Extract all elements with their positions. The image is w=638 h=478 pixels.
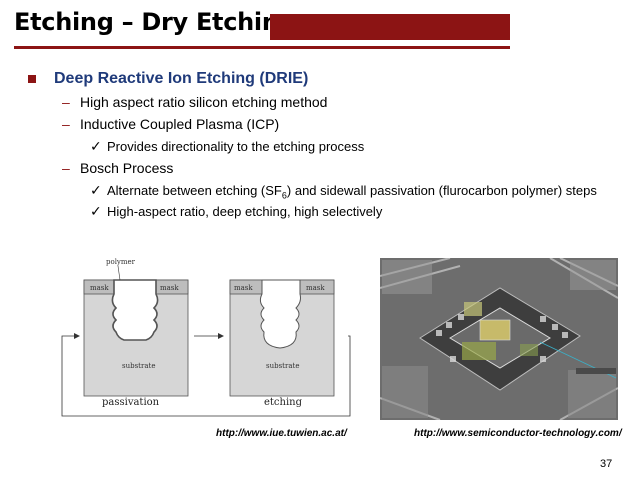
bosch-process-diagram: polymer mask mask substrate passivation … — [61, 258, 351, 417]
mask-label: mask — [90, 284, 109, 292]
check-item-text: Alternate between etching (SF6) and side… — [107, 183, 597, 201]
cycle-line — [61, 335, 351, 417]
arrowhead-icon — [218, 333, 224, 339]
check-item-text: Provides directionality to the etching p… — [107, 139, 365, 154]
title-underline — [14, 46, 510, 49]
source-link-left[interactable]: http://www.iue.tuwien.ac.at/ — [216, 428, 347, 439]
mask-label: mask — [160, 284, 179, 292]
mask-label: mask — [306, 284, 325, 292]
slide-title: Etching – Dry Etching — [14, 8, 296, 36]
check-item-text: High-aspect ratio, deep etching, high se… — [107, 204, 383, 219]
arrowhead-icon — [74, 333, 80, 339]
substrate-label: substrate — [266, 362, 299, 370]
checkmark-icon: ✓ — [90, 203, 102, 219]
checkmark-icon: ✓ — [90, 182, 102, 198]
page-number: 37 — [600, 458, 613, 470]
polymer-pointer — [117, 265, 121, 281]
dash-icon: – — [62, 116, 70, 132]
etching-label: etching — [264, 397, 303, 408]
square-bullet-icon — [28, 75, 36, 83]
source-link-right[interactable]: http://www.semiconductor-technology.com/ — [414, 428, 622, 439]
sub-bullet-text: Bosch Process — [80, 160, 174, 176]
dash-icon: – — [62, 94, 70, 110]
main-bullet-text: Deep Reactive Ion Etching (DRIE) — [54, 70, 309, 87]
passivation-label: passivation — [102, 397, 160, 408]
trench-etched — [259, 279, 301, 349]
dash-icon: – — [62, 160, 70, 176]
sub-bullet-text: Inductive Coupled Plasma (ICP) — [80, 116, 280, 132]
mems-sem-photo — [380, 258, 618, 420]
sub-bullet-text: High aspect ratio silicon etching method — [80, 94, 328, 110]
trench-passivated — [111, 279, 159, 341]
polymer-label: polymer — [106, 258, 136, 266]
checkmark-icon: ✓ — [90, 138, 102, 154]
title-accent-bar — [270, 14, 510, 40]
substrate-label: substrate — [122, 362, 155, 370]
mask-label: mask — [234, 284, 253, 292]
